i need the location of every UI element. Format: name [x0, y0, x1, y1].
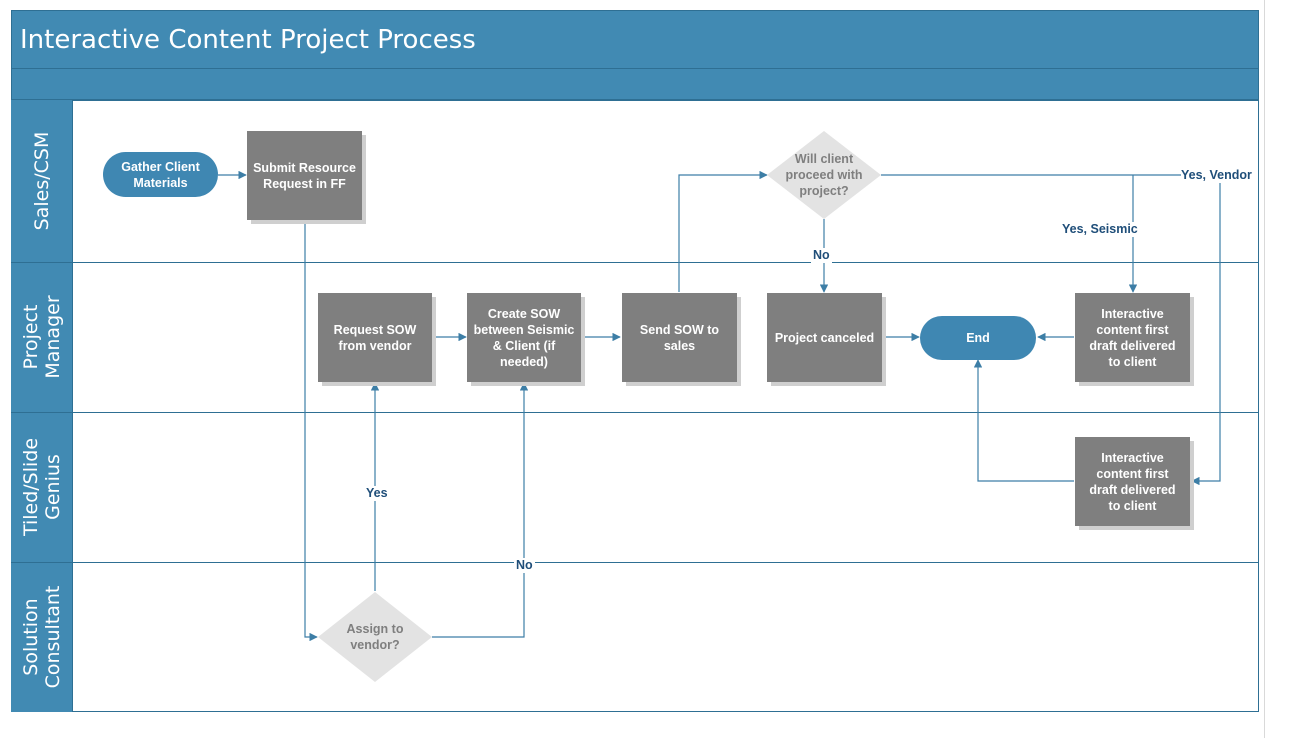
lane-header-sales: Sales/CSM	[11, 100, 73, 262]
lane-divider	[11, 262, 1259, 263]
connector-decision-yes-vendor	[881, 174, 1221, 486]
process-delivered-seismic: Interactive content first draft delivere…	[1075, 293, 1190, 382]
edge-label-no-proceed: No	[811, 248, 832, 263]
decision-diamond-shape	[767, 131, 881, 219]
edge-label-yes-vendor: Yes, Vendor	[1181, 168, 1252, 183]
lane-header-project-manager: Project Manager	[11, 262, 73, 412]
edge-label-no-assign: No	[514, 558, 535, 573]
connector-delivered-tiled-to-end	[973, 359, 1074, 482]
lane-header-tiled: Tiled/Slide Genius	[11, 412, 73, 562]
decision-will-client-proceed: Will client proceed with project?	[767, 131, 881, 219]
title-bar: Interactive Content Project Process	[11, 10, 1259, 69]
start-gather-client-materials: Gather Client Materials	[103, 152, 218, 197]
process-project-canceled: Project canceled	[767, 293, 882, 382]
end-terminator: End	[920, 316, 1036, 360]
edge-label-yes-seismic: Yes, Seismic	[1062, 222, 1138, 237]
process-delivered-vendor: Interactive content first draft delivere…	[1075, 437, 1190, 526]
connector-send-to-decision	[678, 170, 768, 292]
edge-label-yes-assign: Yes	[364, 486, 390, 501]
process-create-sow: Create SOW between Seismic & Client (if …	[467, 293, 581, 382]
process-send-sow: Send SOW to sales	[622, 293, 737, 382]
decision-assign-text: Assign to vendor?	[346, 622, 404, 652]
title-sub-bar	[11, 69, 1259, 100]
diagram-title: Interactive Content Project Process	[20, 25, 476, 55]
page-edge-rule	[1264, 0, 1265, 738]
decision-assign-to-vendor: Assign to vendor?	[318, 592, 432, 682]
process-submit-resource-request: Submit Resource Request in FF	[247, 131, 362, 220]
decision-will-client-text: Will client proceed with project?	[785, 152, 863, 198]
connector-assign-no-to-create	[432, 382, 529, 638]
lane-header-solution-consultant: Solution Consultant	[11, 562, 73, 712]
connector-submit-to-assign	[304, 220, 318, 642]
process-request-sow: Request SOW from vendor	[318, 293, 432, 382]
lane-divider	[11, 412, 1259, 413]
lane-divider	[11, 562, 1259, 563]
decision-diamond-shape	[318, 592, 432, 682]
